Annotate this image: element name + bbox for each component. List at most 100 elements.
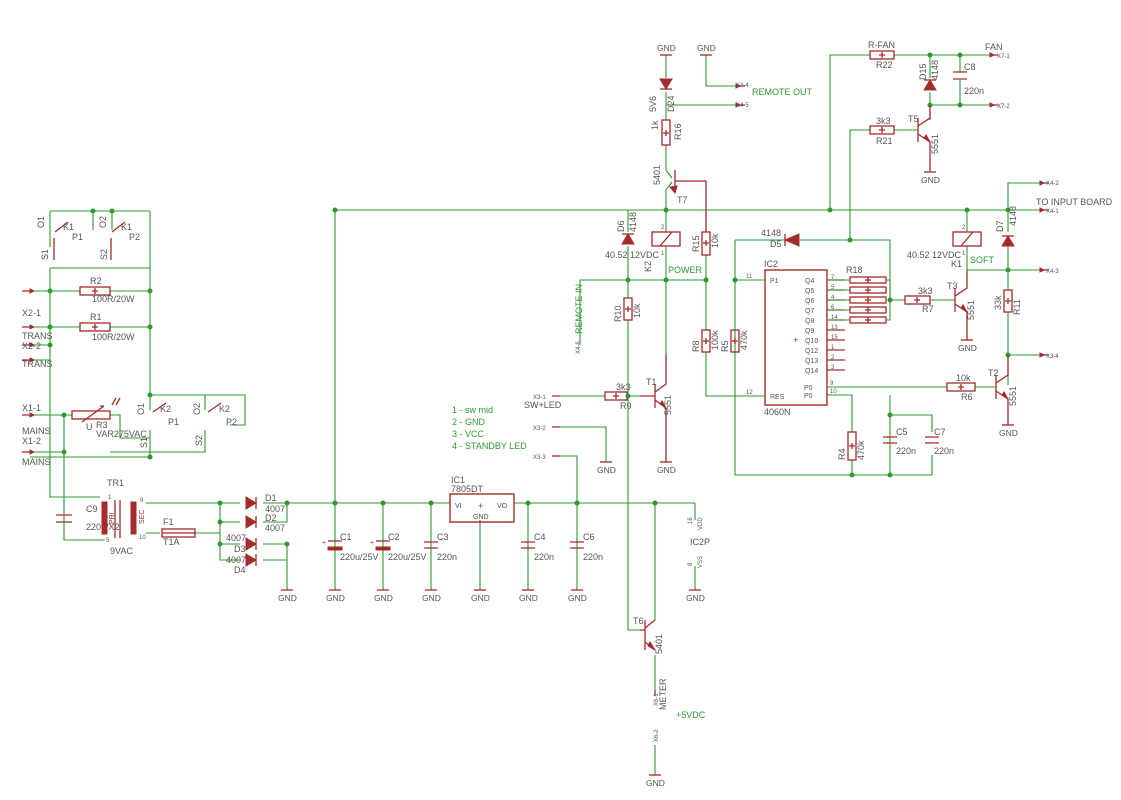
- r16-body: [661, 119, 671, 146]
- k1-coil-pin2: 2: [962, 225, 966, 231]
- d24-value: 5V6: [648, 96, 658, 112]
- soft-start-section: 3k3 R7 T3 5551 2 1 40.52 12VDC K1 SOFT D…: [904, 180, 1113, 425]
- trans-net-1: TRANS: [22, 331, 53, 341]
- x6-2-label: X6-2: [654, 729, 660, 742]
- tr1-pin10: 10: [139, 535, 146, 541]
- svdc-net: +5VDC: [676, 710, 706, 720]
- ground-label: GND: [657, 465, 676, 475]
- tr1-pin9: 9: [140, 498, 144, 504]
- c3-name: C3: [437, 532, 449, 542]
- ic2-q-pin-num: 15: [831, 335, 838, 341]
- d6-name: D6: [616, 220, 626, 232]
- ic2-name: IC2: [764, 259, 778, 269]
- tr1-sec-coil: [130, 501, 137, 535]
- x4-4-label: X4-4: [736, 83, 749, 89]
- r15-value: 10k: [710, 233, 720, 248]
- r6-value: 10k: [956, 373, 971, 383]
- remote-power-section: 5V6 D24 1k R16 5401 T7 X4-4 X4-5 REMOTE …: [574, 55, 813, 775]
- ground-label: GND: [999, 428, 1018, 438]
- r6-name: R6: [961, 392, 973, 402]
- ground-label: GND: [686, 593, 705, 603]
- t3-value: 5551: [966, 300, 976, 320]
- t7-value: 5401: [652, 165, 662, 185]
- ic2-pin-12-num: 12: [746, 390, 753, 396]
- ic2-q-pin-name: Q14: [805, 368, 818, 375]
- d3-name: D3: [234, 544, 246, 554]
- k2a-o-label: O1: [136, 403, 146, 415]
- soft-net: SOFT: [970, 255, 995, 265]
- ic1-name: IC1: [451, 475, 465, 485]
- ground-label: GND: [697, 43, 716, 53]
- r3-u-label: U: [86, 422, 93, 432]
- d2-name: D2: [265, 513, 277, 523]
- ic1-gnd: GND: [473, 514, 489, 521]
- k1b-o-label: O2: [98, 216, 108, 228]
- svg-text:+: +: [478, 501, 483, 511]
- k2a-name: K2: [160, 404, 171, 414]
- fan-net: FAN: [985, 42, 1003, 52]
- r1-body: [79, 322, 111, 332]
- d4-name: D4: [234, 565, 246, 575]
- f1-value: T1A: [163, 537, 180, 547]
- ic2-q-pin-num: 7: [831, 275, 835, 281]
- r8-name: R8: [691, 340, 701, 352]
- r9-value: 3k3: [616, 382, 631, 392]
- c9-name: C9: [86, 504, 98, 514]
- ic1-regulator: [449, 493, 515, 523]
- r10-value: 10k: [632, 303, 642, 318]
- t1-value: 5551: [663, 395, 673, 415]
- x3-3-label: X3-3: [533, 455, 546, 461]
- ic2-pin-9-num: 9: [830, 381, 834, 387]
- c1-value: 220u/25V: [340, 552, 379, 562]
- ic1-vo: VO: [497, 503, 508, 510]
- r4-body: [847, 431, 857, 461]
- r7-name: R7: [922, 304, 934, 314]
- svg-text:+: +: [370, 540, 374, 547]
- ic2-q-pin-name: Q10: [805, 338, 818, 345]
- r21-body: [869, 125, 895, 135]
- k2-coil-pin1: 1: [661, 251, 665, 257]
- remote-in-net: REMOTE IN: [574, 284, 584, 334]
- k1a-o-label: O1: [36, 216, 46, 228]
- ic2-q-pin-name: Q12: [805, 348, 818, 355]
- svg-text:+: +: [793, 335, 798, 345]
- ic2-q-pin-num: 2: [831, 355, 835, 361]
- trans-net-2: TRANS: [22, 359, 53, 369]
- c2-name: C2: [388, 532, 400, 542]
- t1-name: T1: [646, 377, 657, 387]
- r2-name: R2: [90, 276, 102, 286]
- d1-name: D1: [265, 493, 277, 503]
- r1-name: R1: [90, 312, 102, 322]
- t6-name: T6: [633, 616, 644, 626]
- k1b-name: K1: [121, 222, 132, 232]
- r22-name: R22: [876, 60, 893, 70]
- power-supply-rail: + + C1 220u/25V C2 220u/25V C3 220n C4 2…: [287, 207, 1010, 590]
- note-2: 2 - GND: [452, 417, 486, 427]
- ground-label: GND: [597, 465, 616, 475]
- r16-name: R16: [673, 123, 683, 140]
- ic2-pin-11-name: P1: [770, 278, 779, 285]
- ic2-pin-11-num: 11: [746, 274, 753, 280]
- k1-coil-pin1: 1: [962, 251, 966, 257]
- f1-name: F1: [163, 517, 174, 527]
- k2coil-value: 40.52 12VDC: [605, 250, 660, 260]
- ic2-pin-12-name: RES: [770, 394, 785, 401]
- ic2p-p8: 8: [688, 562, 694, 566]
- r8-body: [701, 329, 711, 353]
- r3-name: R3: [96, 420, 108, 430]
- svg-text:+: +: [322, 540, 326, 547]
- ic2-q-pin-num: 4: [831, 295, 835, 301]
- c8-value: 220n: [964, 86, 984, 96]
- x3-connectors: X3-1 SW+LED X3-2 X3-3: [524, 395, 607, 503]
- k2b-name: K2: [219, 404, 230, 414]
- ic2-q-pin-num: 3: [831, 365, 835, 371]
- ground-label: GND: [519, 593, 538, 603]
- r22-value: R-FAN: [868, 40, 895, 50]
- transformer-section: C9 220n/X2 TR1 1 5 9 10 PRI SEC 9VAC F1 …: [56, 478, 220, 556]
- c3-value: 220n: [437, 552, 457, 562]
- x4-1-label: X4-1: [1046, 209, 1059, 215]
- ic1-value: 7805DT: [451, 484, 484, 494]
- ic2-q-pin-name: Q6: [805, 298, 814, 305]
- r4-name: R4: [837, 448, 847, 460]
